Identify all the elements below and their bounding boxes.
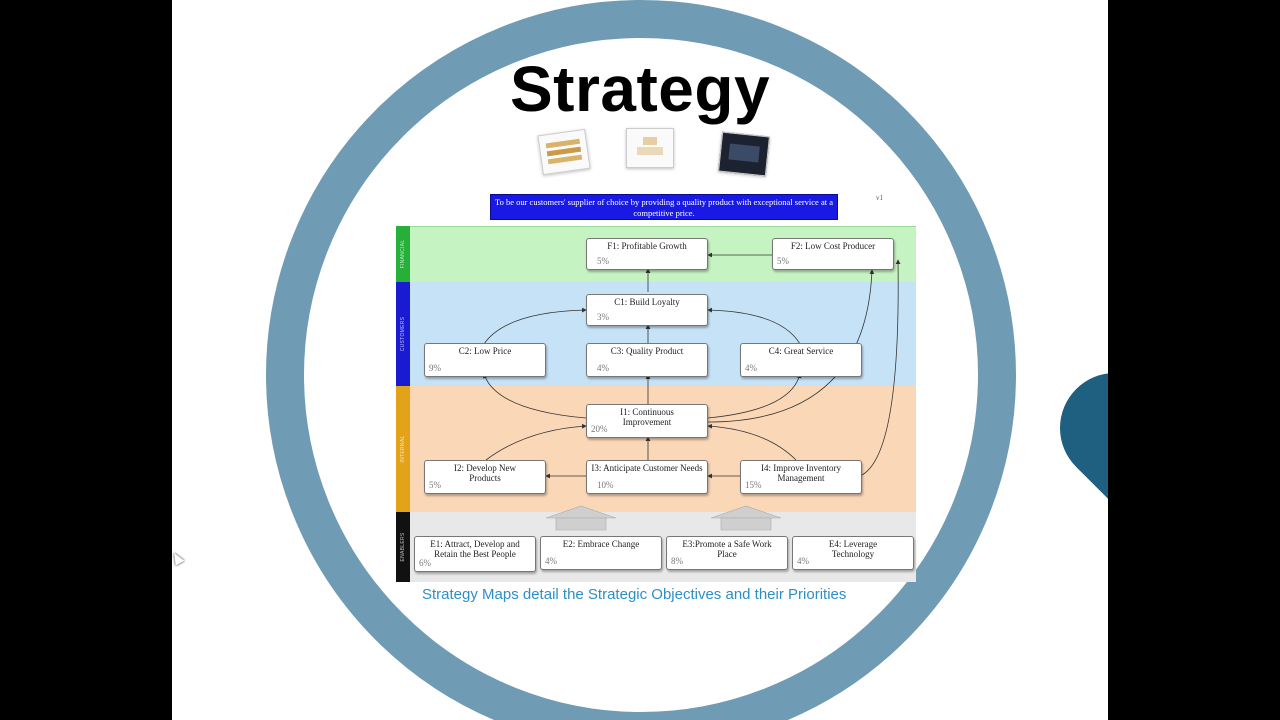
objective-e2[interactable]: E2: Embrace Change 4% bbox=[540, 536, 662, 570]
decorative-teardrop-shape bbox=[1037, 350, 1108, 506]
slide-title: Strategy bbox=[509, 53, 771, 125]
objective-e4[interactable]: E4: Leverage Technology 4% bbox=[792, 536, 914, 570]
perspective-label-financial: FINANCIAL bbox=[396, 226, 410, 282]
perspective-label-enablers: ENABLERS bbox=[396, 512, 410, 582]
enabler-arrow-left-stem bbox=[555, 517, 607, 531]
slide: Strategy To be our customers' supplier o… bbox=[172, 0, 1108, 720]
objective-i4[interactable]: I4: Improve Inventory Management 15% bbox=[740, 460, 862, 494]
strategy-map: To be our customers' supplier of choice … bbox=[396, 188, 916, 582]
vision-statement: To be our customers' supplier of choice … bbox=[490, 194, 838, 220]
objective-f2[interactable]: F2: Low Cost Producer 5% bbox=[772, 238, 894, 270]
link-c4-c1 bbox=[707, 307, 801, 345]
objective-c1[interactable]: C1: Build Loyalty 3% bbox=[586, 294, 708, 326]
objective-i1[interactable]: I1: Continuous Improvement 20% bbox=[586, 404, 708, 438]
link-c2-c1 bbox=[483, 307, 587, 345]
slide-caption: Strategy Maps detail the Strategic Objec… bbox=[422, 586, 847, 603]
enabler-arrow-left bbox=[545, 505, 617, 519]
version-label: v1 bbox=[876, 194, 883, 202]
link-i4-i1 bbox=[707, 423, 797, 461]
thumbnail-strategy-chart-image bbox=[537, 128, 591, 176]
link-i1-f2 bbox=[707, 269, 875, 423]
objective-e1[interactable]: E1: Attract, Develop and Retain the Best… bbox=[414, 536, 536, 572]
thumbnail-chess-image bbox=[718, 131, 770, 177]
objective-c4[interactable]: C4: Great Service 4% bbox=[740, 343, 862, 377]
perspective-label-internal: INTERNAL bbox=[396, 386, 410, 512]
link-i1-c4 bbox=[707, 373, 802, 419]
link-i4-f2 bbox=[859, 259, 901, 477]
thumbnail-pyramid-image bbox=[626, 128, 674, 168]
objective-i3[interactable]: I3: Anticipate Customer Needs 10% bbox=[586, 460, 708, 494]
perspective-label-customers: CUSTOMERS bbox=[396, 282, 410, 386]
link-i1-c2 bbox=[482, 373, 587, 419]
objective-i2[interactable]: I2: Develop New Products 5% bbox=[424, 460, 546, 494]
enabler-arrow-right-stem bbox=[720, 517, 772, 531]
enabler-arrow-right bbox=[710, 505, 782, 519]
link-i2-i1 bbox=[485, 423, 587, 461]
objective-c3[interactable]: C3: Quality Product 4% bbox=[586, 343, 708, 377]
objective-e3[interactable]: E3:Promote a Safe Work Place 8% bbox=[666, 536, 788, 570]
objective-f1[interactable]: F1: Profitable Growth 5% bbox=[586, 238, 708, 270]
objective-c2[interactable]: C2: Low Price 9% bbox=[424, 343, 546, 377]
